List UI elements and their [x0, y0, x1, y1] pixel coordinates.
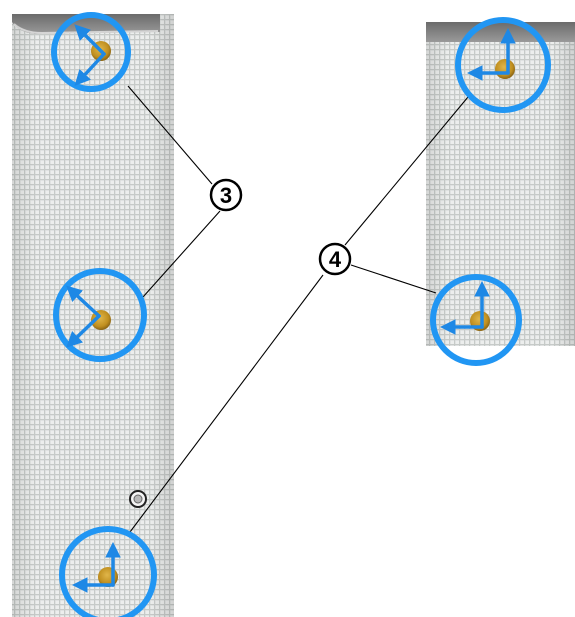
direction-arrow-icon [74, 24, 106, 56]
callout-3-label: 3 [220, 183, 232, 208]
callout-4-circle [318, 242, 352, 276]
direction-arrows [66, 24, 516, 593]
left-panel-top-highlight [13, 23, 159, 35]
leader-line-4-right-bottom [350, 264, 437, 294]
screw-hole-icon [495, 59, 515, 79]
callout-3-circle [209, 178, 243, 212]
callout-3: 3 [209, 178, 243, 212]
circle-highlight-icon [53, 268, 147, 362]
circle-highlight-icon [430, 274, 522, 366]
circle-highlight-icon [59, 526, 157, 617]
direction-arrow-icon [74, 52, 106, 86]
callout-4: 4 [318, 242, 352, 276]
leader-lines [127, 85, 469, 533]
direction-arrow-icon [66, 285, 101, 318]
highlight-rings [51, 12, 551, 617]
callout-4-label: 4 [329, 247, 342, 272]
leader-line-3-top [127, 85, 213, 185]
circle-highlight-icon [455, 17, 551, 113]
leader-line-4-right-top [344, 96, 469, 246]
leader-line-4-left-bottom [129, 274, 324, 533]
right-panel-top-edge [426, 22, 575, 42]
direction-arrow-icon [66, 314, 101, 348]
ground-screw-icon [129, 490, 147, 508]
circle-highlight-icon [51, 12, 131, 92]
leader-line-3-middle [142, 210, 221, 298]
